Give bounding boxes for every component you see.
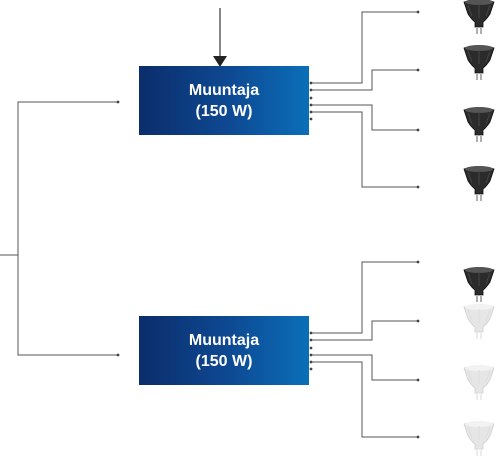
output-wire-3: [311, 104, 418, 131]
bus-wire-bottom: [17, 255, 118, 356]
output-terminals-2: [309, 260, 420, 439]
transformer-1-rating: (150 W): [195, 102, 253, 120]
lamp-on-icon: [463, 45, 495, 80]
output-wire-7: [311, 354, 418, 381]
output-wire-5: [311, 261, 418, 334]
bus-wire-top: [0, 101, 118, 256]
output-wire-6: [311, 320, 418, 341]
lamp-on-icon: [463, 166, 495, 201]
lamp-on-icon: [463, 107, 495, 142]
output-wire-2: [311, 69, 418, 91]
output-terminals-1: [309, 10, 420, 189]
bus-dot-bottom: [116, 353, 120, 357]
lamp-on-icon: [463, 267, 495, 302]
lamp-off-icon: [463, 365, 495, 400]
transformer-2-name: Muuntaja: [188, 331, 260, 349]
output-wire-8: [311, 361, 418, 438]
lamp-off-icon: [463, 304, 495, 339]
input-arrow-head: [213, 56, 227, 67]
output-wire-4: [311, 111, 418, 188]
transformer-box-1: Muuntaja (150 W): [139, 66, 309, 135]
output-wire-1: [311, 11, 418, 84]
lamp-off-icon: [463, 421, 495, 456]
transformer-box-2: Muuntaja (150 W): [139, 316, 309, 385]
lamp-on-icon: [463, 0, 495, 34]
bus-dot-top: [116, 100, 120, 104]
transformer-1-name: Muuntaja: [188, 81, 260, 99]
transformer-2-rating: (150 W): [195, 352, 253, 370]
